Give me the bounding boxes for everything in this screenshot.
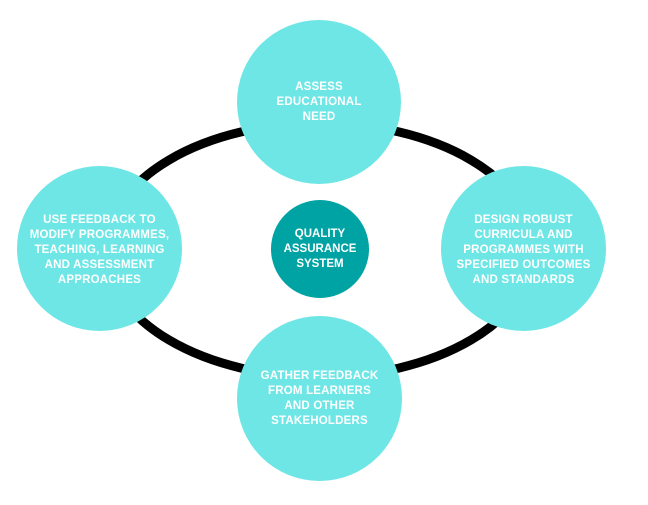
quality-assurance-system-node: QUALITY ASSURANCE SYSTEM [271, 200, 369, 298]
gather-feedback-node: GATHER FEEDBACK FROM LEARNERS AND OTHER … [237, 316, 402, 481]
assess-educational-need-label: ASSESS EDUCATIONAL NEED [276, 80, 362, 123]
quality-assurance-system-label: QUALITY ASSURANCE SYSTEM [283, 227, 357, 270]
use-feedback-label: USE FEEDBACK TO MODIFY PROGRAMMES, TEACH… [29, 214, 170, 286]
design-curricula-node: DESIGN ROBUST CURRICULA AND PROGRAMMES W… [441, 166, 606, 331]
gather-feedback-label: GATHER FEEDBACK FROM LEARNERS AND OTHER … [260, 369, 379, 427]
design-curricula-label: DESIGN ROBUST CURRICULA AND PROGRAMMES W… [456, 214, 591, 286]
use-feedback-node: USE FEEDBACK TO MODIFY PROGRAMMES, TEACH… [17, 166, 182, 331]
assess-educational-need-node: ASSESS EDUCATIONAL NEED [237, 20, 401, 184]
